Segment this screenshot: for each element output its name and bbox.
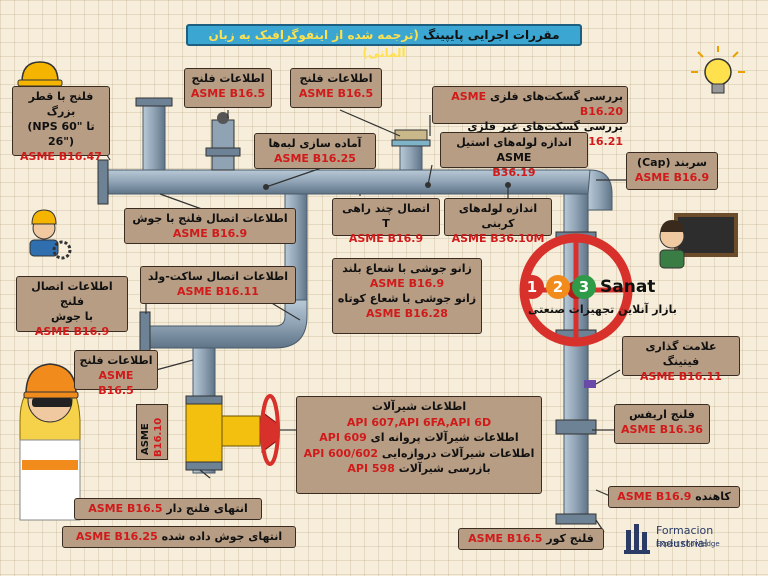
label-blind: فلنج کور ASME B16.5: [458, 528, 604, 550]
footer-tagline: Expert Knowledge: [656, 540, 720, 548]
label-reducer: کاهنده ASME B16.9: [608, 486, 740, 508]
label-flanged-end: انتهای فلنج دار ASME B16.5: [74, 498, 262, 520]
label-asme-vertical: ASME B16.10: [136, 404, 168, 460]
logo-tagline: بازار آنلاین تجهیزات صنعتی: [528, 303, 677, 316]
fitting-marker: [584, 380, 596, 388]
label-socket-weld: اطلاعات اتصال ساکت-ولد ASME B16.11: [140, 266, 296, 304]
label-weld-flange-2: اطلاعات اتصال فلنج با جوش ASME B16.9: [16, 276, 128, 338]
gasket-stack: [391, 139, 431, 147]
label-stainless: اندازه لوله‌های استیل ASME B36.19: [440, 132, 588, 179]
top-valve-body: [211, 119, 235, 171]
logo-digit-1: 1: [520, 275, 544, 299]
label-flange-info-1: اطلاعات فلنج ASME B16.5: [184, 68, 272, 108]
flange-branch: [135, 97, 173, 107]
label-valves: اطلاعات شیرآلات API 607,API 6FA,API 6D ا…: [296, 396, 542, 494]
title-main: مقررات اجرایی پایپینگ: [423, 28, 560, 42]
label-bevel: آماده سازی لبه‌ها ASME B16.25: [254, 133, 376, 169]
label-orifice: فلنج اریفس ASME B16.36: [614, 404, 710, 444]
branch-pipe-1: [142, 99, 166, 171]
worker-icon: [29, 209, 72, 260]
logo-brand: Sanat: [600, 277, 656, 297]
cap-elbow: [587, 169, 613, 211]
engineer-illustration: [19, 363, 81, 521]
hardhat-icon: [17, 61, 63, 87]
factory-icon: [624, 524, 650, 554]
flange-orifice: [555, 419, 597, 435]
label-flange-info-3: اطلاعات فلنج ASME B16.5: [74, 350, 158, 397]
logo-digit-3: 3: [572, 275, 596, 299]
label-fitting-mark: علامت گذاری فیتینگ ASME B16.11: [622, 336, 740, 383]
flange-large: [97, 159, 109, 205]
lightbulb-icon: [691, 46, 745, 94]
flange-top-2: [394, 129, 428, 141]
label-gaskets: بررسی گسکت‌های فلزی ASME B16.20 بررسی گس…: [432, 86, 628, 148]
yellow-tee: [185, 401, 223, 463]
teacher-icon: [659, 213, 738, 269]
label-tee: اتصال چند راهی T ASME B16.9: [332, 198, 440, 245]
label-cap: سربند (Cap) ASME B16.9: [626, 152, 718, 190]
sanat-logo: 1 2 3 Sanat بازار آنلاین تجهیزات صنعتی: [520, 275, 685, 325]
label-flange-info-2: اطلاعات فلنج ASME B16.5: [290, 68, 382, 108]
main-pipe: [103, 169, 591, 195]
flange-blind: [555, 513, 597, 525]
title-sub: (ترجمه شده از اینفوگرافیک به زبان آلمانی…: [208, 28, 419, 60]
logo-digit-2: 2: [546, 275, 570, 299]
footer-company: Formacion Industrial: [656, 524, 714, 550]
gate-valve-flange: [185, 395, 223, 405]
label-weld-flange-1: اطلاعات اتصال فلنج با جوش ASME B16.9: [124, 208, 296, 244]
formacion-logo: Formacion Industrial Expert Knowledge: [624, 520, 764, 556]
label-carbon: اندازه لوله‌های کربنی ASME B36.10M: [444, 198, 552, 245]
page-title: مقررات اجرایی پایپینگ (ترجمه شده از اینف…: [186, 24, 582, 60]
long-elbow: [149, 299, 308, 349]
top-valve-flange: [205, 147, 241, 157]
label-weld-end: انتهای جوش داده شده ASME B16.25: [62, 526, 296, 548]
top-valve-handle: [217, 112, 229, 124]
label-elbow: زانو جوشی با شعاع بلند ASME B16.9 زانو ج…: [332, 258, 482, 334]
label-large-flange: فلنج با قطر بزرگ (NPS 60" تا 26") ASME B…: [12, 86, 110, 163]
